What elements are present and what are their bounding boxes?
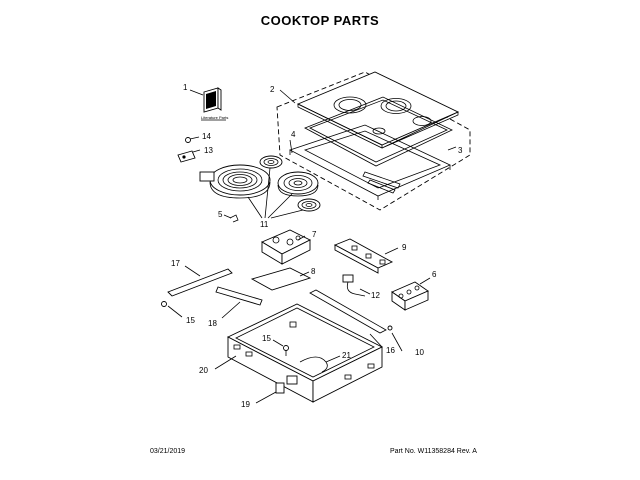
callout-9: 9 [402, 243, 407, 252]
callout-10: 10 [415, 348, 424, 357]
footer-part-number: Part No. W11358284 Rev. A [390, 448, 477, 455]
callout-13: 13 [204, 146, 213, 155]
callout-15-center: 15 [262, 334, 271, 343]
callout-14: 14 [202, 132, 211, 141]
clip [223, 214, 239, 223]
bottom-enclosure [214, 303, 384, 403]
terminal-block [391, 277, 431, 311]
mounting-brackets [161, 265, 263, 319]
glass-cooktop [276, 71, 471, 211]
side-rail [309, 289, 403, 352]
callout-18: 18 [208, 319, 217, 328]
infinite-switch [261, 229, 312, 265]
footer-date: 03/21/2019 [150, 448, 186, 455]
callout-15-left: 15 [186, 316, 195, 325]
callout-20: 20 [199, 366, 208, 375]
callout-5: 5 [218, 210, 223, 219]
enclosure-wire [272, 339, 341, 373]
callout-3: 3 [458, 146, 463, 155]
radiant-elements [199, 155, 321, 219]
callout-1: 1 [183, 83, 188, 92]
page-title: COOKTOP PARTS [260, 13, 380, 28]
control-board [333, 238, 399, 274]
wire-harness [342, 274, 371, 297]
callout-7: 7 [312, 230, 317, 239]
callout-21: 21 [342, 351, 351, 360]
bracket-and-screw [177, 136, 201, 163]
callout-17: 17 [171, 259, 180, 268]
callout-11: 11 [260, 220, 269, 229]
plate [250, 267, 312, 291]
callout-4: 4 [291, 130, 296, 139]
callout-6: 6 [432, 270, 437, 279]
terminal-connector [255, 375, 298, 404]
literature-booklet: Literature Parts [189, 87, 228, 121]
callout-8: 8 [311, 267, 316, 276]
literature-label: Literature Parts [201, 115, 228, 120]
callout-2: 2 [270, 85, 275, 94]
callout-16: 16 [386, 346, 395, 355]
callout-12: 12 [371, 291, 380, 300]
callout-19: 19 [241, 400, 250, 409]
